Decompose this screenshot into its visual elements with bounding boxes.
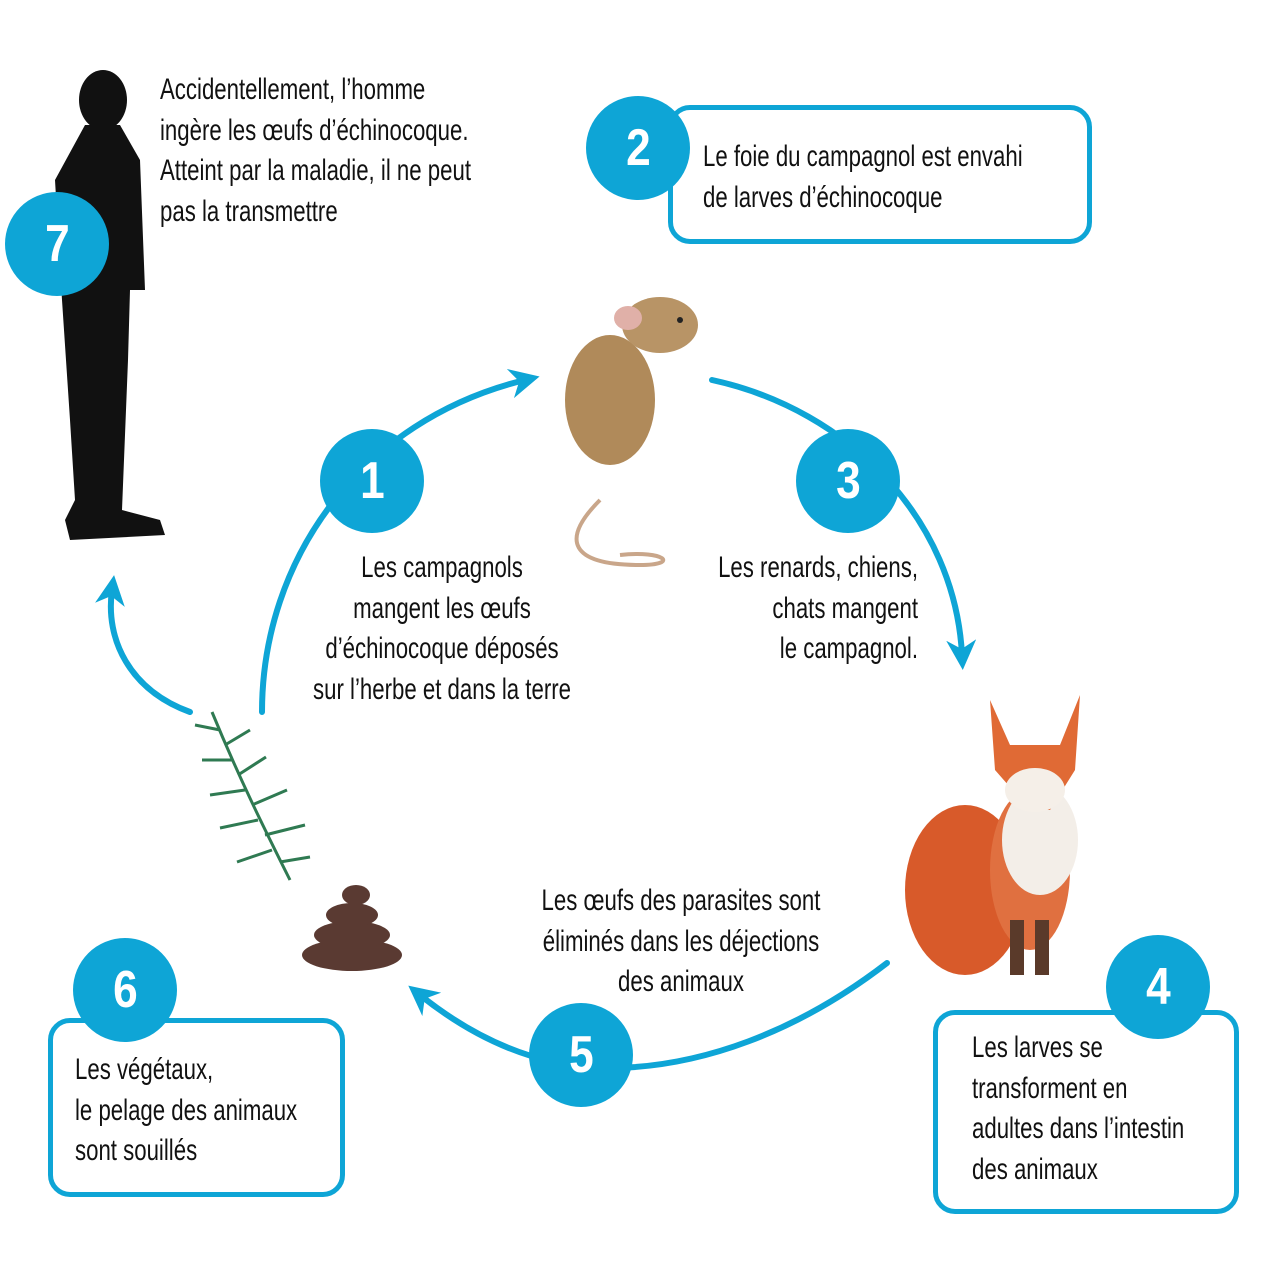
step-5-badge: 5: [529, 1003, 633, 1107]
step-4-box: [933, 1010, 1239, 1214]
step-3-badge: 3: [796, 429, 900, 533]
step-6-box: [48, 1018, 345, 1197]
step-4-badge: 4: [1106, 935, 1210, 1039]
step-2-box: [668, 105, 1092, 244]
droppings-illustration-icon: [302, 885, 402, 971]
vole-illustration-icon: [565, 297, 698, 568]
step-2-badge: 2: [586, 96, 690, 200]
step-7-badge: 7: [5, 192, 109, 296]
fox-illustration-icon: [905, 695, 1080, 975]
fern-illustration-icon: [194, 711, 311, 881]
human-silhouette-icon: [55, 70, 165, 540]
arrow-step-7: [95, 575, 193, 715]
step-1-badge: 1: [320, 429, 424, 533]
step-6-badge: 6: [73, 938, 177, 1042]
